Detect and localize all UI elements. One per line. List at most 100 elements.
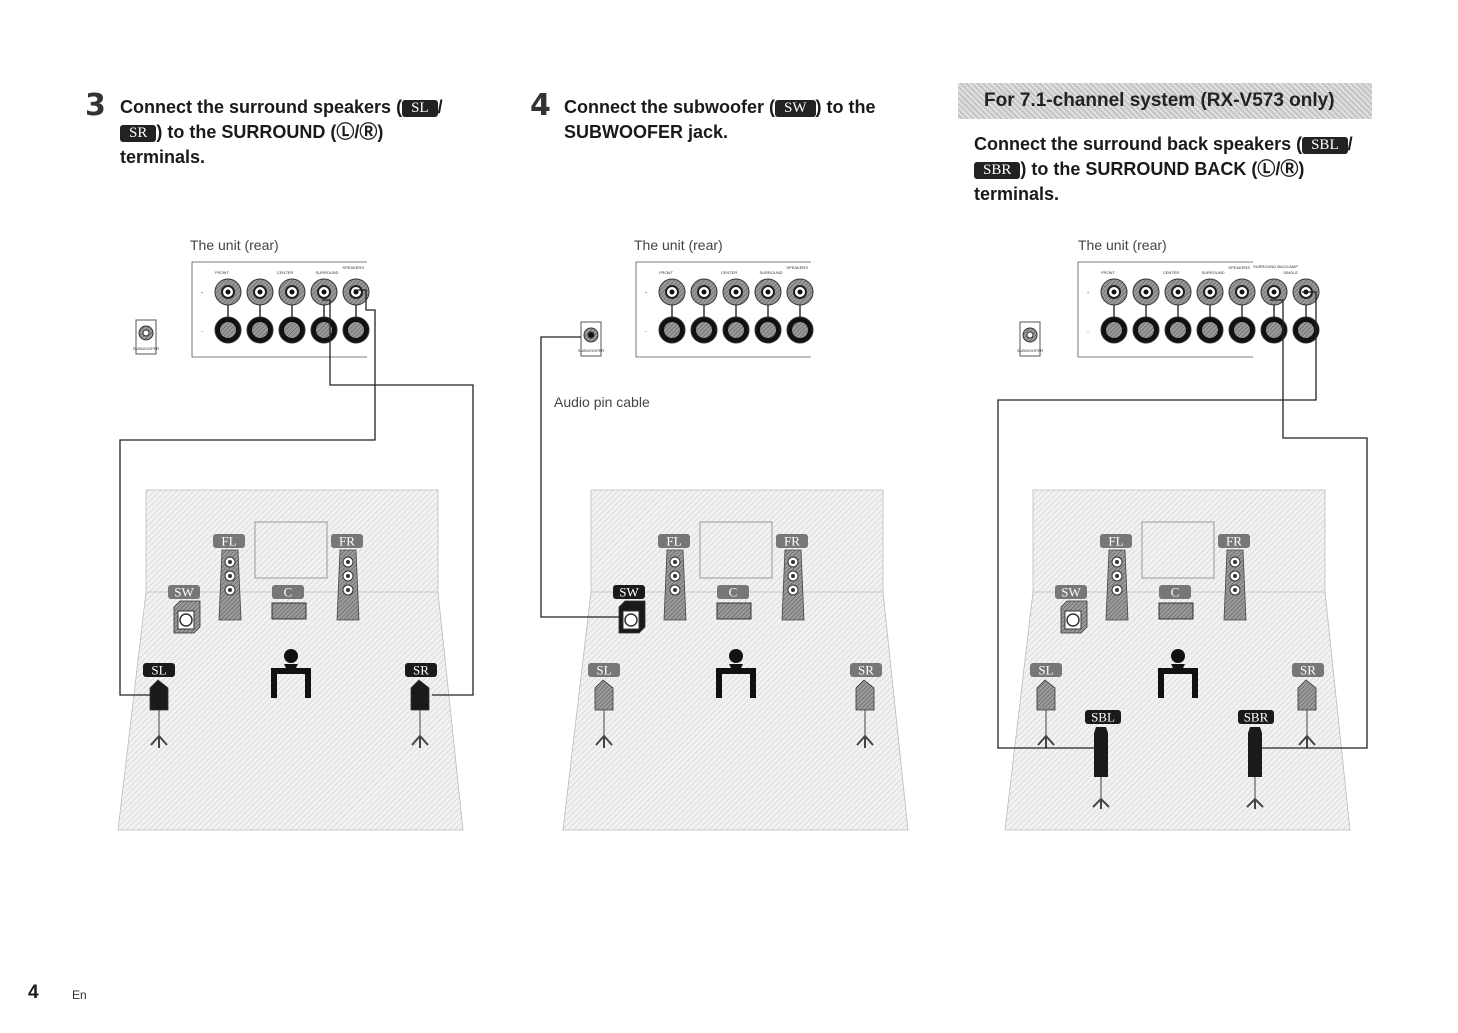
step-71-fl-tag-bg: [1100, 534, 1132, 548]
step-71-rear-panel-terminal-minus-ring-1: [1138, 322, 1154, 338]
step-3-rear-panel-terminal-plus-core-3: [321, 289, 327, 295]
step-71-rear-panel-terminal-minus-ring-5: [1266, 322, 1282, 338]
step-71-c-tag-bg: [1159, 585, 1191, 599]
step-4-listener-head: [729, 649, 743, 663]
step-3-tv: [254, 521, 328, 579]
step-71-unit-caption: The unit (rear): [1078, 237, 1167, 253]
step-3-c-tag-label: C: [284, 585, 293, 600]
step-3-fr-driver-core-2: [346, 588, 350, 592]
step-4-fr-driver-core-2: [791, 588, 795, 592]
step-4-rear-panel-center-label: CENTER: [721, 270, 738, 275]
step-71-rear-panel-center-label: CENTER: [1163, 270, 1180, 275]
step-3-heading: Connect the surround speakers (SL/ SR) t…: [120, 95, 480, 170]
step-3-rear-panel-terminal-minus-ring-2: [284, 322, 300, 338]
step-4-sr-tag-label: SR: [858, 663, 874, 678]
step-71-fr-tag-label: FR: [1226, 534, 1242, 549]
step-3-rear-panel-terminal-plus-core-4: [353, 289, 359, 295]
step-4-rear-panel-border: [635, 261, 811, 358]
step-3-rear-panel-border: [191, 261, 367, 358]
step-71-sbr-base: [1246, 797, 1264, 809]
step-71-sr-base: [1298, 734, 1316, 748]
step-71-rear-panel-terminal-plus-core-1: [1143, 289, 1149, 295]
step-71-rear-panel-terminal-plus-core-0: [1111, 289, 1117, 295]
step-3-text-1: Connect the surround speakers (: [120, 97, 403, 117]
step-4-rear-panel-terminal-minus-ring-1: [696, 322, 712, 338]
step-4-sw-tag-label: SW: [619, 585, 639, 600]
step-3-fr-tag-label: FR: [339, 534, 355, 549]
step-4-number: 4: [530, 88, 551, 123]
step-4-rear-panel-terminal-plus-core-2: [733, 289, 739, 295]
step-3-listener-head: [284, 649, 298, 663]
step-3-sl-tag-bg: [143, 663, 175, 677]
step-4-fr-driver-core-1: [791, 574, 795, 578]
step-71-sl-base: [1037, 734, 1055, 748]
step-4-sw-driver: [624, 613, 638, 627]
step-71-listener-chair: [1158, 668, 1198, 698]
step-71-sw-tag-label: SW: [1061, 585, 1081, 600]
step-3-rear-panel-terminal-plus-core-0: [225, 289, 231, 295]
step-71-fr-driver-core-2: [1233, 588, 1237, 592]
step-3-sr-cable: [322, 299, 474, 696]
step-3-sr-tag-label: SR: [413, 663, 429, 678]
step-4-rear-panel-terminal-minus-ring-0: [664, 322, 680, 338]
step-71-sbr-cabinet: [1248, 733, 1262, 777]
step-71-fr-driver-core-1: [1233, 574, 1237, 578]
step-3-fl-tag-label: FL: [221, 534, 236, 549]
step-71-rear-panel-border: [1077, 261, 1253, 358]
step-71-rear-panel-single-label: SINGLE: [1283, 270, 1298, 275]
step-71-fr-driver-core-0: [1233, 560, 1237, 564]
step-3-rear-panel-terminal-minus-ring-3: [316, 322, 332, 338]
step-4-sr-base: [856, 734, 874, 748]
step-4-sl-tag-bg: [588, 663, 620, 677]
step-4-sl-cabinet: [594, 679, 614, 711]
step-71-sbl-base: [1092, 797, 1110, 809]
step-4-listener-chair: [716, 668, 756, 698]
step-71-text-1: Connect the surround back speakers (: [974, 134, 1303, 154]
step-4-rear-panel-speakers-label: SPEAKERS: [786, 265, 808, 270]
step-3-text-3: terminals.: [120, 147, 206, 167]
step-3-sub-jack-label: SUBWOOFER: [133, 346, 159, 351]
step-4-fl-tag-bg: [658, 534, 690, 548]
step-4-fl-driver-core-0: [673, 560, 677, 564]
step-71-sbr-tag-bg: [1238, 710, 1274, 724]
step-4-text-3: SUBWOOFER jack.: [564, 122, 729, 142]
step-71-c-tag-label: C: [1171, 585, 1180, 600]
step-3-c-tag-bg: [272, 585, 304, 599]
step-3-sl-cable: [119, 289, 376, 696]
step-3-text-2: ) to the SURROUND (Ⓛ/Ⓡ): [156, 122, 384, 142]
step-3-sw-tag-label: SW: [174, 585, 194, 600]
step-3-fl-driver-core-0: [228, 560, 232, 564]
step-4-c-cabinet: [716, 602, 752, 620]
step-71-sbl-tag-bg: [1085, 710, 1121, 724]
step-3-unit-caption: The unit (rear): [190, 237, 279, 253]
step-71-rear-panel-speakers-label: SPEAKERS: [1228, 265, 1250, 270]
step-71-rear-panel-terminal-minus-ring-6: [1298, 322, 1314, 338]
step-71-c-cabinet: [1158, 602, 1194, 620]
step-4-heading: Connect the subwoofer (SW) to the SUBWOO…: [564, 95, 924, 145]
step-71-listener-body: [1171, 664, 1185, 670]
sw-tag: SW: [775, 100, 816, 117]
step-71-fl-driver-core-1: [1115, 574, 1119, 578]
step-3-rear-panel-speakers-label: SPEAKERS: [342, 265, 364, 270]
step-71-rear-panel-plus: +: [1087, 290, 1090, 295]
step-4-fr-driver-core-0: [791, 560, 795, 564]
step-4-tv: [699, 521, 773, 579]
step-3-slash: /: [437, 97, 443, 117]
step-4-rear-panel-terminal-plus-core-1: [701, 289, 707, 295]
step-3-fr-driver-core-1: [346, 574, 350, 578]
step-3-sl-tag-label: SL: [151, 663, 166, 678]
step-3-number: 3: [85, 88, 106, 123]
step-4-fl-tag-label: FL: [666, 534, 681, 549]
step-3-c-cabinet: [271, 602, 307, 620]
step-71-tv: [1141, 521, 1215, 579]
step-71-text-3: terminals.: [974, 184, 1060, 204]
step-3-rear-panel-minus: –: [201, 328, 204, 333]
step-4-rear-panel-minus: –: [645, 328, 648, 333]
step-71-sbl-cabinet: [1094, 733, 1108, 777]
step-3-fl-driver-core-1: [228, 574, 232, 578]
step-71-fl-driver-core-2: [1115, 588, 1119, 592]
